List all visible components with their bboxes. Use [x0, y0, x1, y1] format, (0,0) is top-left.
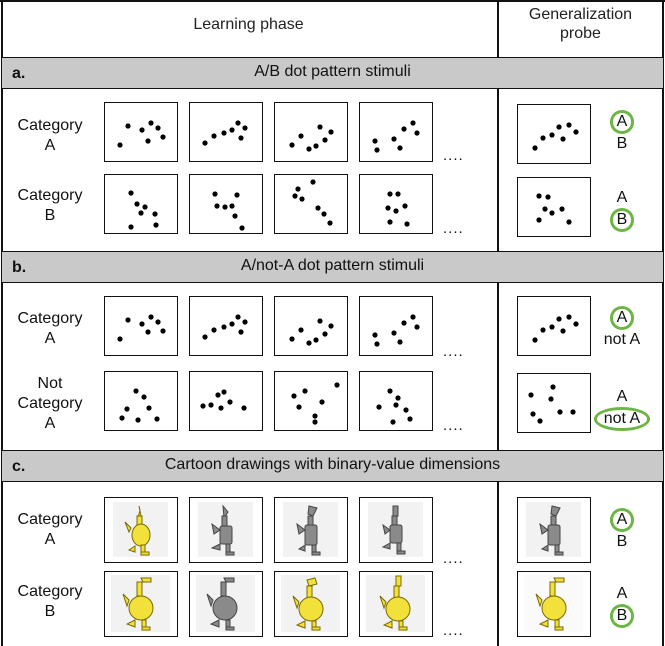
dot-stimulus — [359, 371, 433, 431]
label-line: Category — [17, 395, 83, 412]
probe-options: A B — [592, 110, 652, 154]
selected-answer-circle: A — [609, 110, 635, 134]
table-right-border — [662, 0, 664, 646]
label-line: B — [44, 207, 56, 224]
dot-stimulus — [189, 296, 263, 356]
selected-answer-circle: A — [609, 306, 635, 330]
dot-stimulus — [359, 102, 433, 162]
dot-stimulus — [104, 174, 178, 234]
section-b-band: b. A/not-A dot pattern stimuli — [2, 251, 663, 283]
dot-stimulus — [274, 296, 348, 356]
label-line: Category — [17, 583, 83, 600]
cartoon-stimulus — [274, 571, 348, 637]
dot-stimulus — [274, 102, 348, 162]
cartoon-stimulus — [359, 571, 433, 637]
label-line: Category — [17, 310, 83, 327]
generalization-probe-header: Generalization probe — [499, 5, 662, 43]
probe-options: A not A — [592, 387, 652, 431]
cartoon-stimulus — [274, 497, 348, 563]
section-a-letter: a. — [12, 65, 26, 82]
probe-option: A — [616, 189, 628, 206]
probe-option: A — [616, 585, 628, 602]
generalization-header-line2: probe — [560, 25, 601, 42]
selected-answer-circle: B — [609, 604, 635, 628]
dot-stimulus — [359, 174, 433, 234]
probe-cartoon-stimulus — [517, 497, 591, 563]
probe-options: A not A — [592, 306, 652, 350]
dot-stimulus — [104, 296, 178, 356]
dot-stimulus — [274, 371, 348, 431]
probe-dot-stimulus — [517, 373, 591, 433]
probe-option: B — [616, 533, 628, 550]
ellipsis: .... — [443, 343, 464, 360]
probe-option: not A — [603, 331, 641, 348]
cartoon-stimulus — [189, 497, 263, 563]
probe-dot-stimulus — [517, 296, 591, 356]
dot-stimulus — [189, 174, 263, 234]
selected-answer-circle: B — [609, 208, 635, 232]
generalization-header-line1: Generalization — [528, 6, 633, 23]
label-line: Category — [17, 187, 83, 204]
dot-stimulus — [104, 371, 178, 431]
section-c-letter: c. — [12, 458, 26, 475]
section-b-row1-label: Category A — [5, 309, 95, 349]
label-line: Category — [17, 511, 83, 528]
probe-options: A B — [592, 508, 652, 552]
dot-stimulus — [189, 371, 263, 431]
probe-dot-stimulus — [517, 177, 591, 237]
label-line: A — [44, 137, 56, 154]
label-line: Not — [37, 375, 63, 392]
ellipsis: .... — [443, 417, 464, 434]
ellipsis: .... — [443, 220, 464, 237]
section-a-row1-label: Category A — [5, 116, 95, 156]
section-b-letter: b. — [12, 259, 27, 276]
label-line: A — [44, 531, 56, 548]
section-b-row2-label: Not Category A — [5, 374, 95, 434]
section-a-band: a. A/B dot pattern stimuli — [2, 57, 663, 89]
probe-option: A — [616, 388, 628, 405]
cartoon-stimulus — [189, 571, 263, 637]
column-divider — [497, 0, 499, 646]
ellipsis: .... — [443, 147, 464, 164]
section-a-title: A/B dot pattern stimuli — [254, 63, 411, 80]
table-left-border — [1, 0, 3, 646]
cartoon-stimulus — [104, 571, 178, 637]
learning-phase-header: Learning phase — [193, 16, 304, 33]
label-line: A — [44, 415, 56, 432]
label-line: Category — [17, 117, 83, 134]
dot-stimulus — [274, 174, 348, 234]
dot-stimulus — [104, 102, 178, 162]
label-line: A — [44, 330, 56, 347]
probe-cartoon-stimulus — [517, 571, 591, 637]
ellipsis: .... — [443, 550, 464, 567]
table-top-border — [0, 0, 665, 2]
dot-stimulus — [359, 296, 433, 356]
section-a-row2-label: Category B — [5, 186, 95, 226]
section-c-row2-label: Category B — [5, 582, 95, 622]
probe-dot-stimulus — [517, 104, 591, 164]
section-c-title: Cartoon drawings with binary-value dimen… — [164, 456, 501, 473]
label-line: B — [44, 603, 56, 620]
ellipsis: .... — [443, 622, 464, 639]
section-c-row1-label: Category A — [5, 510, 95, 550]
dot-stimulus — [189, 102, 263, 162]
cartoon-stimulus — [359, 497, 433, 563]
probe-option: B — [616, 135, 628, 152]
probe-options: A B — [592, 188, 652, 232]
section-c-band: c. Cartoon drawings with binary-value di… — [2, 450, 663, 482]
probe-options: A B — [592, 584, 652, 628]
section-b-title: A/not-A dot pattern stimuli — [240, 257, 425, 274]
selected-answer-circle: A — [609, 508, 635, 532]
selected-answer-circle: not A — [593, 407, 651, 431]
cartoon-stimulus — [104, 497, 178, 563]
